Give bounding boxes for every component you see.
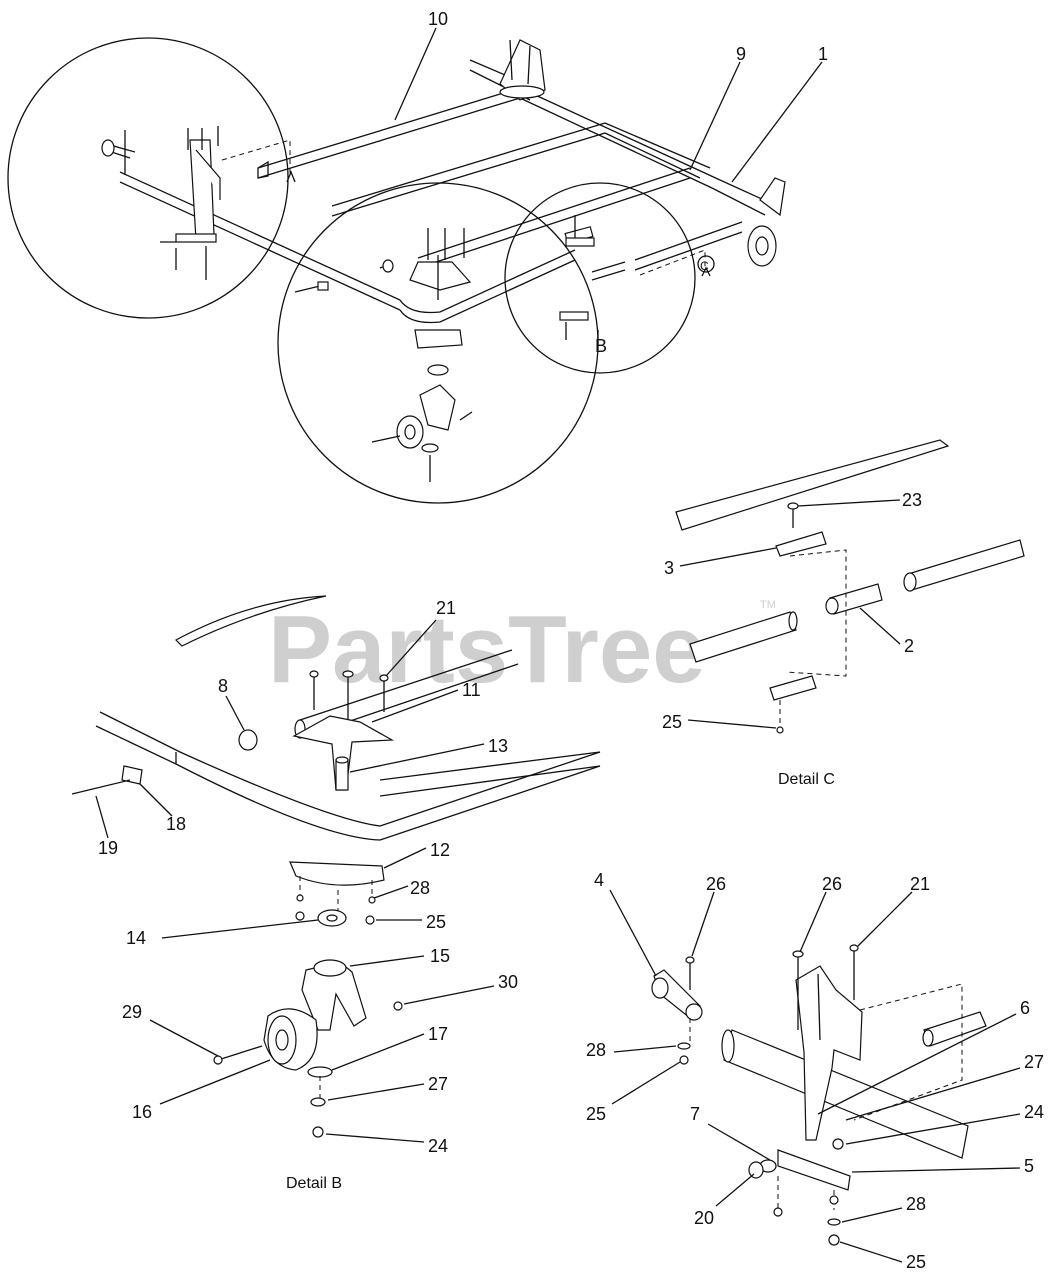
detail-b-marker: B [595, 336, 607, 356]
bolts-21 [313, 676, 385, 720]
callout-7: 7 [690, 1104, 700, 1124]
detail-b: 21 8 11 13 18 19 12 28 14 25 15 30 29 17… [71, 595, 601, 1192]
callout-25-a: 25 [586, 1104, 606, 1124]
callout-28-a2: 28 [906, 1194, 926, 1214]
callout-26-b: 26 [822, 874, 842, 894]
callout-6: 6 [1020, 998, 1030, 1018]
front-right-wheel [747, 177, 786, 267]
callout-4: 4 [594, 870, 604, 890]
bracket-6 [795, 965, 863, 1141]
spacer-13 [335, 759, 349, 791]
leader-1 [731, 61, 823, 183]
callout-17: 17 [428, 1024, 448, 1044]
leader-9 [689, 61, 741, 171]
detail-a-parts [101, 126, 296, 280]
callout-18: 18 [166, 814, 186, 834]
callout-14: 14 [126, 928, 146, 948]
detail-c: 23 3 2 25 Detail C [662, 439, 1025, 788]
detail-c-marker-circle [697, 255, 715, 273]
small-tube-a [923, 1011, 987, 1047]
callout-1: 1 [818, 44, 828, 64]
detail-c-parts-overview [559, 215, 711, 350]
nut-30 [393, 1001, 403, 1011]
callout-20: 20 [694, 1208, 714, 1228]
callout-23: 23 [902, 490, 922, 510]
overview-assembly: B C 10 9 1 [7, 9, 828, 504]
bolt-29 [217, 1045, 263, 1061]
lockwasher-27 [310, 1097, 326, 1107]
callout-8: 8 [218, 676, 228, 696]
callout-27-a: 27 [1024, 1052, 1044, 1072]
clamp-3 [775, 531, 827, 557]
callout-10: 10 [428, 9, 448, 29]
rear-bracket-top [499, 39, 546, 101]
callout-27-b: 27 [428, 1074, 448, 1094]
detail-circle-a [7, 37, 289, 319]
trademark-mark: TM [760, 599, 776, 611]
callout-25-b: 25 [426, 912, 446, 932]
nut-24 [312, 1126, 324, 1138]
callout-21-b: 21 [436, 598, 456, 618]
callout-13: 13 [488, 736, 508, 756]
detail-b-parts-overview [294, 228, 473, 482]
callout-29: 29 [122, 1002, 142, 1022]
deck-edge-b [175, 595, 327, 647]
callout-25-c: 25 [662, 712, 682, 732]
detail-circle-c [504, 182, 696, 374]
callout-24-b: 24 [428, 1136, 448, 1156]
tube-c-left [689, 611, 797, 663]
callout-2: 2 [904, 636, 914, 656]
pin-19 [71, 779, 131, 795]
tube-c-right [907, 539, 1025, 591]
callout-30: 30 [498, 972, 518, 992]
deck-edge-c [675, 439, 950, 531]
bolt-20 [748, 1161, 764, 1179]
callout-24-a: 24 [1024, 1102, 1044, 1122]
callout-3: 3 [664, 558, 674, 578]
callout-5: 5 [1024, 1156, 1034, 1176]
callout-28-a: 28 [586, 1040, 606, 1060]
plate-12 [289, 861, 385, 886]
detail-c-marker: C [700, 259, 709, 273]
callout-21-a: 21 [910, 874, 930, 894]
callout-12: 12 [430, 840, 450, 860]
callout-28-b: 28 [410, 878, 430, 898]
plate-5 [777, 1149, 851, 1191]
cap-8 [238, 729, 258, 751]
callout-15: 15 [430, 946, 450, 966]
clamp-lower-c [769, 675, 817, 701]
detail-c-caption: Detail C [778, 771, 835, 788]
washer-17 [307, 1066, 333, 1078]
callout-9: 9 [736, 44, 746, 64]
parts-tree-watermark: PartsTree [268, 596, 706, 703]
frame-tube-b [95, 711, 601, 841]
callout-16: 16 [132, 1102, 152, 1122]
detail-b-caption: Detail B [286, 1175, 342, 1192]
deck-frame [119, 59, 776, 324]
callout-11: 11 [462, 680, 481, 700]
leader-10 [394, 27, 437, 121]
detail-a: 4 26 26 21 6 27 28 25 24 7 5 20 28 25 [586, 870, 1044, 1272]
callout-25-a2: 25 [906, 1252, 926, 1272]
callout-26-a: 26 [706, 874, 726, 894]
callout-19: 19 [98, 838, 118, 858]
bracket-11 [292, 715, 395, 791]
